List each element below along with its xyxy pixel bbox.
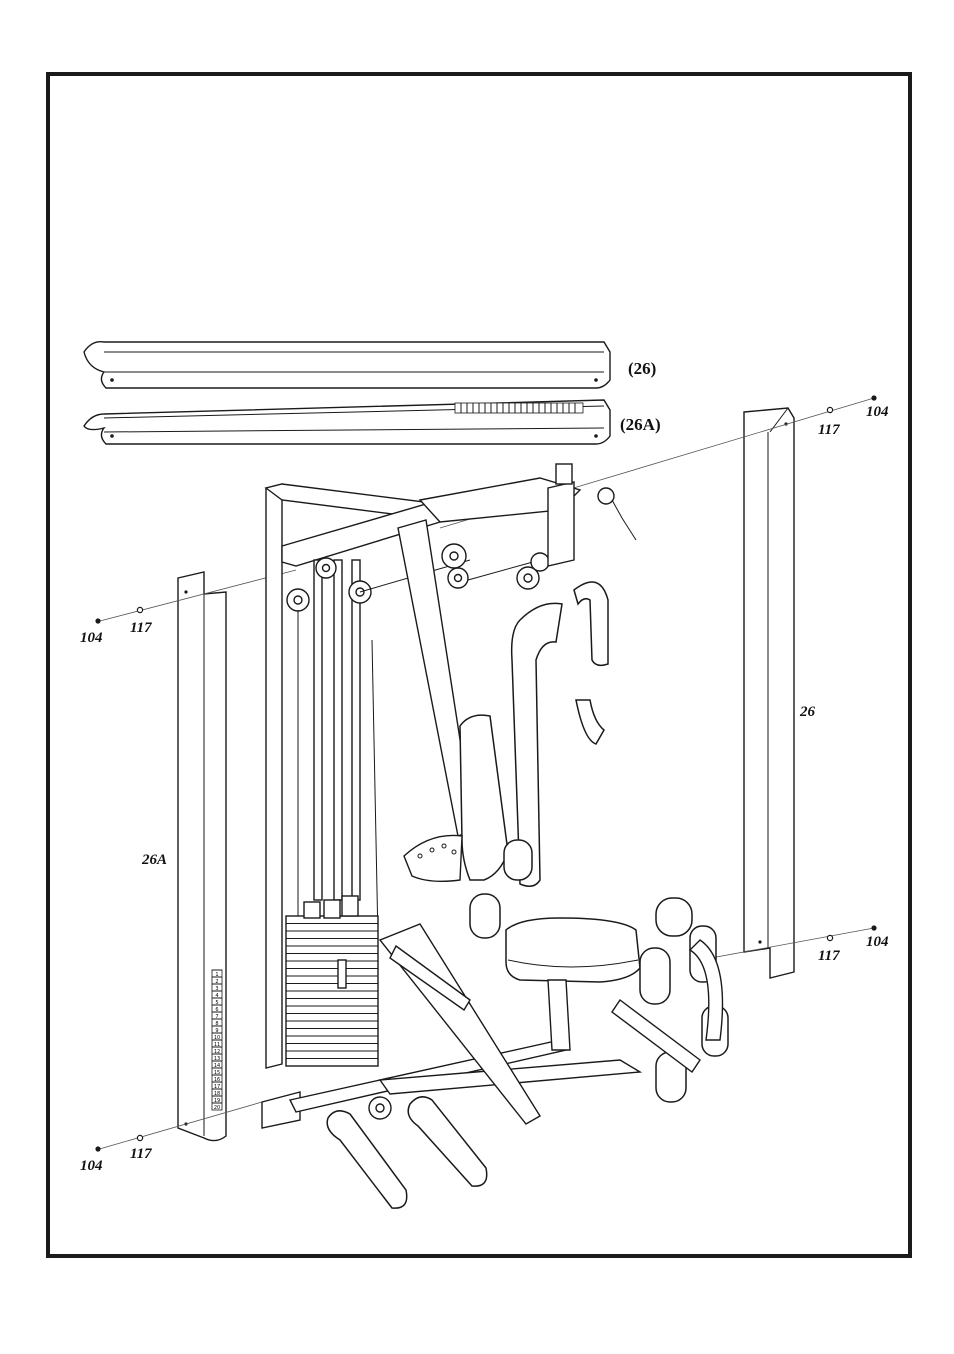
home-gym-machine <box>262 464 728 1208</box>
bolt-104-icon <box>95 1146 100 1151</box>
top-cover-26 <box>84 342 610 388</box>
label-cover-26a-top: (26A) <box>620 415 661 434</box>
label-washer-117: 117 <box>818 948 840 964</box>
bolt-104-icon <box>871 925 876 930</box>
washer-117-icon <box>137 1135 142 1140</box>
label-bolt-104: 104 <box>866 404 889 420</box>
washer-117-icon <box>137 607 142 612</box>
label-bolt-104: 104 <box>80 1158 103 1174</box>
bolt-104-icon <box>871 395 876 400</box>
strip-number: 20 <box>214 1105 220 1111</box>
label-cover-26-side: 26 <box>799 704 816 720</box>
cover-26a-number-strip <box>455 403 583 413</box>
label-washer-117: 117 <box>130 1146 152 1162</box>
foot-plates <box>327 1097 487 1208</box>
washer-117-icon <box>827 407 832 412</box>
top-cover-26a <box>84 400 610 444</box>
label-washer-117: 117 <box>130 620 152 636</box>
label-cover-26a-side: 26A <box>141 852 167 868</box>
label-bolt-104: 104 <box>866 934 889 950</box>
bolt-104-icon <box>95 618 100 623</box>
weight-stack <box>286 896 378 1066</box>
washer-117-icon <box>827 935 832 940</box>
label-bolt-104: 104 <box>80 630 103 646</box>
label-washer-117: 117 <box>818 422 840 438</box>
right-cover-26 <box>744 408 794 978</box>
label-cover-26-top: (26) <box>628 359 656 378</box>
